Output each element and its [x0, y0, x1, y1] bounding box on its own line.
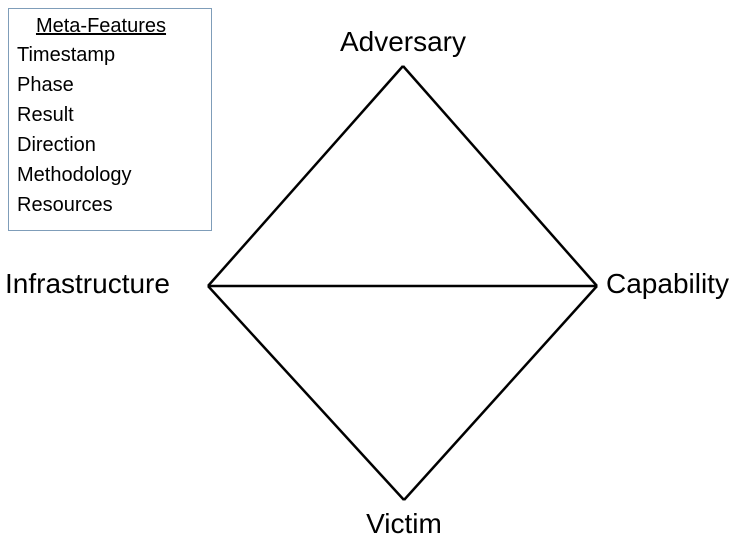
edge-adversary-infrastructure [207, 65, 404, 287]
meta-feature-item: Resources [17, 194, 113, 216]
meta-features-list: Timestamp Phase Result Direction Methodo… [17, 40, 203, 220]
edge-infrastructure-victim [207, 285, 405, 501]
edge-capability-victim [403, 285, 598, 501]
meta-features-title: Meta-Features [35, 15, 167, 37]
meta-feature-item: Result [17, 104, 74, 126]
edge-adversary-capability [402, 65, 598, 287]
meta-feature-item: Methodology [17, 164, 132, 186]
vertex-label-capability: Capability [606, 268, 729, 299]
meta-feature-item: Phase [17, 74, 74, 96]
meta-feature-item: Timestamp [17, 44, 116, 66]
meta-feature-item: Direction [17, 134, 96, 156]
vertex-label-victim: Victim [366, 508, 442, 539]
meta-features-box: Meta-Features Timestamp Phase Result Dir… [8, 8, 212, 231]
vertex-label-infrastructure: Infrastructure [5, 268, 170, 299]
vertex-label-adversary: Adversary [339, 26, 467, 57]
